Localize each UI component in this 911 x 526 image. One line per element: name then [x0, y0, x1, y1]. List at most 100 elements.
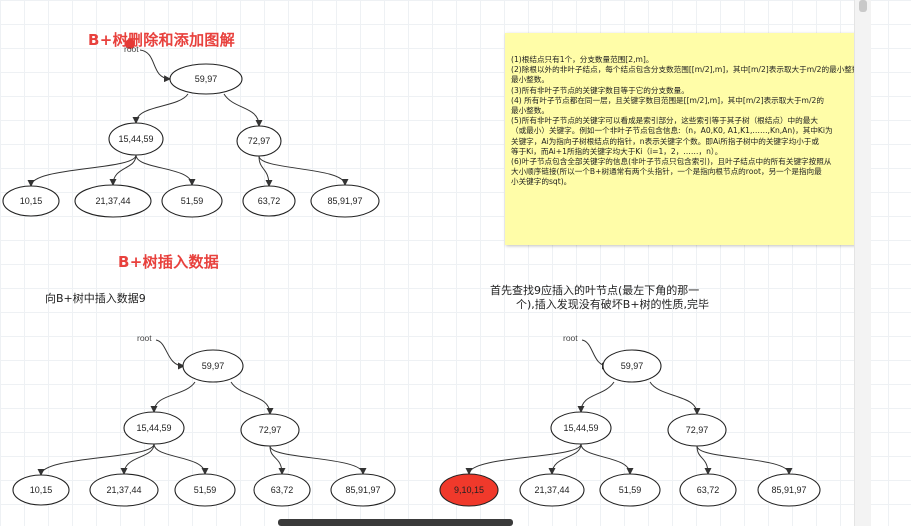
tree-node-leaf[interactable]: 51,59	[161, 184, 223, 218]
tree-node-internal-label: 72,97	[259, 425, 282, 435]
note-line: (6)叶子节点包含全部关键字的信息(非叶子节点只包含索引)，且叶子结点中的所有关…	[511, 157, 832, 167]
tree-node-leaf-label: 51,59	[194, 485, 217, 495]
tree-edge	[269, 445, 367, 475]
tree-edge	[27, 154, 137, 187]
tree-node-leaf-shape	[330, 473, 396, 507]
tree-node-root[interactable]: 59,97	[602, 349, 662, 383]
tree-node-leaf-label: 10,15	[30, 485, 53, 495]
root-pointer-label: root	[563, 333, 578, 343]
caption-insert-9: 向B+树中插入数据9	[45, 292, 146, 305]
tree-node-leaf-label: 63,72	[271, 485, 294, 495]
tree-node-leaf-highlighted-shape	[439, 473, 499, 507]
tree-node-leaf-label: 63,72	[258, 196, 281, 206]
title-insert: B+树插入数据	[118, 253, 220, 271]
tree-node-leaf-shape	[2, 185, 60, 217]
tree-node-internal[interactable]: 15,44,59	[123, 411, 185, 445]
tree-node-leaf-label: 63,72	[697, 485, 720, 495]
tree-node-internal-shape	[236, 125, 282, 157]
title-delete-add: B+树删除和添加图解	[88, 31, 236, 49]
tree-edge	[696, 445, 793, 475]
tree-node-leaf-shape	[679, 473, 737, 507]
tree-node-leaf[interactable]: 85,91,97	[757, 473, 821, 507]
tree-node-leaf[interactable]: 10,15	[2, 185, 60, 217]
tree-node-internal-label: 15,44,59	[118, 134, 153, 144]
tree-node-leaf[interactable]: 63,72	[253, 473, 311, 507]
tree-node-leaf-highlighted[interactable]: 9,10,15	[439, 473, 499, 507]
tree-node-internal-shape	[667, 413, 727, 447]
tree-node-root[interactable]: 59,97	[182, 349, 244, 383]
caption-step-line1: 首先查找9应插入的叶节点(最左下角的那一	[490, 284, 700, 297]
tree-edge	[153, 443, 209, 475]
tree-node-leaf-shape	[253, 473, 311, 507]
note-line: 大小顺序链接(所以一个B+树通常有两个头指针，一个是指向根节点的root，另一个…	[511, 167, 822, 177]
tree-node-leaf-label: 85,91,97	[345, 485, 380, 495]
tree-node-root[interactable]: 59,97	[169, 63, 243, 95]
tree-node-internal-shape	[123, 411, 185, 445]
tree-edge	[37, 443, 155, 476]
tree-edge	[135, 154, 196, 186]
tree-node-internal-label: 72,97	[248, 136, 271, 146]
sticky-note-bplus-properties[interactable]: (1)根结点只有1个，分支数量范围[2,m]。(2)除根以外的非叶子结点，每个结…	[505, 33, 867, 245]
tree-node-internal[interactable]: 15,44,59	[550, 411, 612, 445]
tree-edge	[258, 155, 273, 187]
tree-node-leaf[interactable]: 21,37,44	[89, 473, 159, 507]
note-line: 最小整数。	[511, 106, 549, 116]
tree-node-internal-label: 15,44,59	[563, 423, 598, 433]
tree-node-leaf-shape	[74, 184, 152, 218]
tree-node-leaf-shape	[12, 474, 70, 506]
vertical-scrollbar[interactable]	[854, 0, 871, 526]
tree-node-root-shape	[602, 349, 662, 383]
root-pointer-arrow	[155, 339, 185, 370]
tree-node-leaf[interactable]: 63,72	[242, 185, 296, 217]
tree-edge	[223, 93, 263, 127]
tree-node-internal-shape	[108, 122, 164, 156]
bplus-tree-diagrams: root 59,97 15,44,59 72,97 10,15 21,37,44 51,59…	[2, 44, 821, 507]
tree-edge	[465, 443, 582, 475]
tree-node-leaf-shape	[89, 473, 159, 507]
tree-node-leaf[interactable]: 51,59	[599, 473, 661, 507]
root-pointer-arrow	[139, 49, 171, 83]
horizontal-scrollbar[interactable]	[278, 519, 513, 526]
tree-node-leaf-label: 21,37,44	[534, 485, 569, 495]
tree-node-internal[interactable]: 72,97	[667, 413, 727, 447]
tree-edge	[577, 381, 615, 413]
scrollbar-thumb[interactable]	[859, 0, 867, 12]
tree-node-leaf-label: 85,91,97	[327, 196, 362, 206]
tree-node-internal[interactable]: 72,97	[240, 413, 300, 447]
tree-node-root-shape	[182, 349, 244, 383]
tree-node-leaf-shape	[161, 184, 223, 218]
tree-edge	[109, 154, 137, 186]
tree-node-leaf-label: 21,37,44	[106, 485, 141, 495]
tree-node-leaf[interactable]: 10,15	[12, 474, 70, 506]
tree-node-internal-shape	[240, 413, 300, 447]
tree-node-leaf-label: 85,91,97	[771, 485, 806, 495]
laser-pointer-dot	[125, 39, 135, 49]
tree-node-leaf[interactable]: 21,37,44	[519, 473, 585, 507]
note-line: 等于Ki，而Ai+1所指的关键字均大于Ki（i=1，2，……，n）。	[511, 146, 723, 156]
tree-node-internal[interactable]: 15,44,59	[108, 122, 164, 156]
tree-node-leaf-shape	[242, 185, 296, 217]
note-line: (2)除根以外的非叶子结点，每个结点包含分支数范围[[m/2],m]，其中[m/…	[511, 65, 868, 75]
tree-node-internal-shape	[550, 411, 612, 445]
tree-edge	[649, 381, 701, 415]
tree-node-internal[interactable]: 72,97	[236, 125, 282, 157]
whiteboard-canvas[interactable]: B+树删除和添加图解 (1)根结点只有1个，分支数量范围[2,m]。(2)除根以…	[0, 0, 871, 526]
tree-node-leaf-shape	[519, 473, 585, 507]
tree-node-leaf-label: 21,37,44	[95, 196, 130, 206]
tree-node-leaf[interactable]: 85,91,97	[310, 184, 380, 218]
tree-edge	[258, 155, 349, 186]
tree-edge	[230, 381, 274, 415]
note-line: (1)根结点只有1个，分支数量范围[2,m]。	[511, 55, 654, 64]
root-pointer-label: root	[124, 44, 139, 54]
tree-edge	[150, 381, 196, 413]
tree-node-root-label: 59,97	[202, 361, 225, 371]
tree-node-leaf[interactable]: 21,37,44	[74, 184, 152, 218]
tree-node-leaf[interactable]: 63,72	[679, 473, 737, 507]
tree-edge	[269, 445, 286, 475]
tree-node-leaf[interactable]: 85,91,97	[330, 473, 396, 507]
caption-step-line2: 个),插入发现没有破坏B+树的性质,完毕	[516, 298, 710, 311]
note-line: 关键字，Ai为指向子树根结点的指针，n表示关键字个数。即Ai所指子树中的关键字均…	[511, 136, 819, 146]
tree-node-root-label: 59,97	[621, 361, 644, 371]
tree-node-leaf-shape	[757, 473, 821, 507]
tree-node-leaf[interactable]: 51,59	[174, 473, 236, 507]
